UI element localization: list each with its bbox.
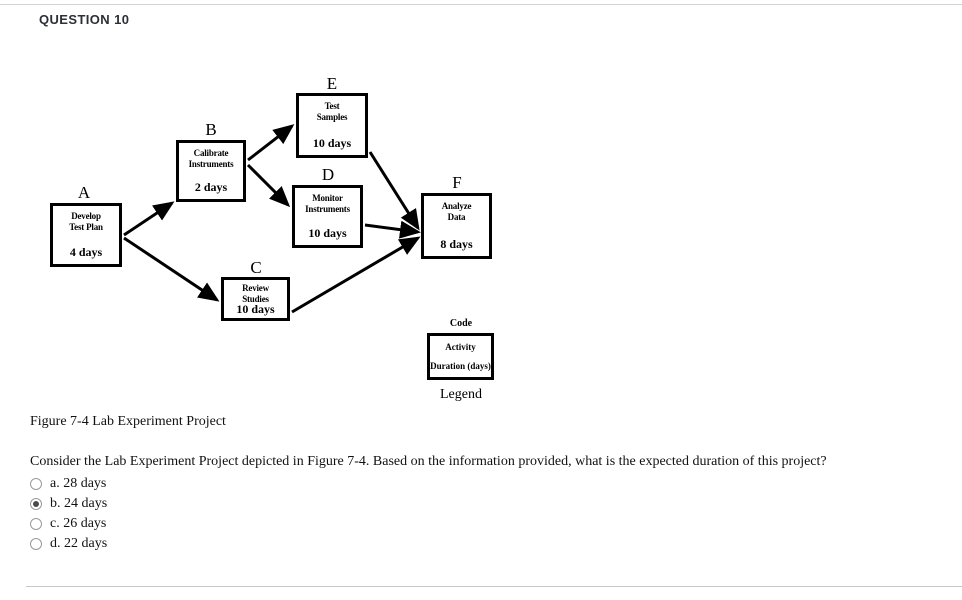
edge-e-f [368,151,420,231]
option-label-b: b. 24 days [50,496,108,511]
node-label-f: F [452,173,462,192]
legend-duration-text: Duration (days) [430,361,491,371]
node-a-duration: 4 days [69,245,103,259]
node-label-a: A [77,183,91,202]
diagram-edges [123,124,421,314]
node-label-d: D [321,165,335,184]
node-c-duration: 10 days [236,302,275,316]
radio-b[interactable] [30,498,42,510]
edge-a-c [123,236,220,302]
node-d-duration: 10 days [308,226,347,240]
bottom-divider [26,586,962,587]
node-label-b: B [205,120,217,139]
node-f-duration: 8 days [440,237,473,251]
edge-d-f [364,220,421,239]
answer-options: a. 28 days b. 24 days c. 26 days d. 22 days [30,474,107,554]
top-divider [0,4,962,5]
edge-c-f [291,236,421,314]
node-e-duration: 10 days [312,136,352,150]
node-b-duration: 2 days [194,180,228,194]
legend-caption: Legend [440,387,482,402]
edge-b-e [247,124,295,162]
figure-caption: Figure 7-4 Lab Experiment Project [30,414,226,429]
option-label-a: a. 28 days [50,476,107,491]
option-label-d: d. 22 days [50,536,108,551]
radio-d[interactable] [30,538,42,550]
legend-box: Activity Duration (days) [427,333,494,380]
legend-activity-text: Activity [445,342,476,352]
radio-a[interactable] [30,478,42,490]
option-row-c[interactable]: c. 26 days [30,514,107,534]
node-label-e: E [326,74,338,93]
option-label-c: c. 26 days [50,516,107,531]
page-title: QUESTION 10 [39,12,130,27]
edge-a-b [123,201,175,237]
question-prompt: Consider the Lab Experiment Project depi… [30,454,827,469]
option-row-d[interactable]: d. 22 days [30,534,107,554]
option-row-b[interactable]: b. 24 days [30,494,107,514]
edge-b-d [246,163,291,208]
option-row-a[interactable]: a. 28 days [30,474,107,494]
radio-c[interactable] [30,518,42,530]
node-label-c: C [250,258,262,277]
legend-code-label: Code [449,318,473,329]
